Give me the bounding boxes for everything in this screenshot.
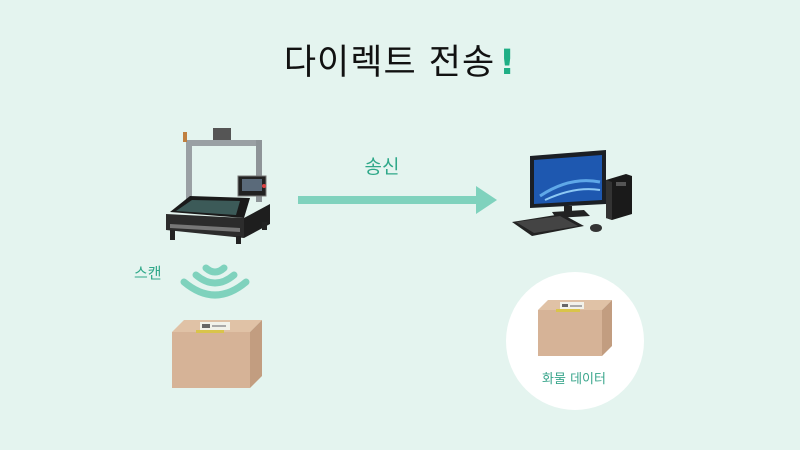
cargo-data-label: 화물 데이터 (542, 372, 606, 387)
scan-label: 스캔 (134, 264, 162, 282)
page-title: 다이렉트 전송! (0, 34, 800, 85)
title-text: 다이렉트 전송 (283, 43, 496, 83)
send-label: 송신 (364, 156, 400, 178)
exclamation-mark: ! (499, 43, 517, 83)
